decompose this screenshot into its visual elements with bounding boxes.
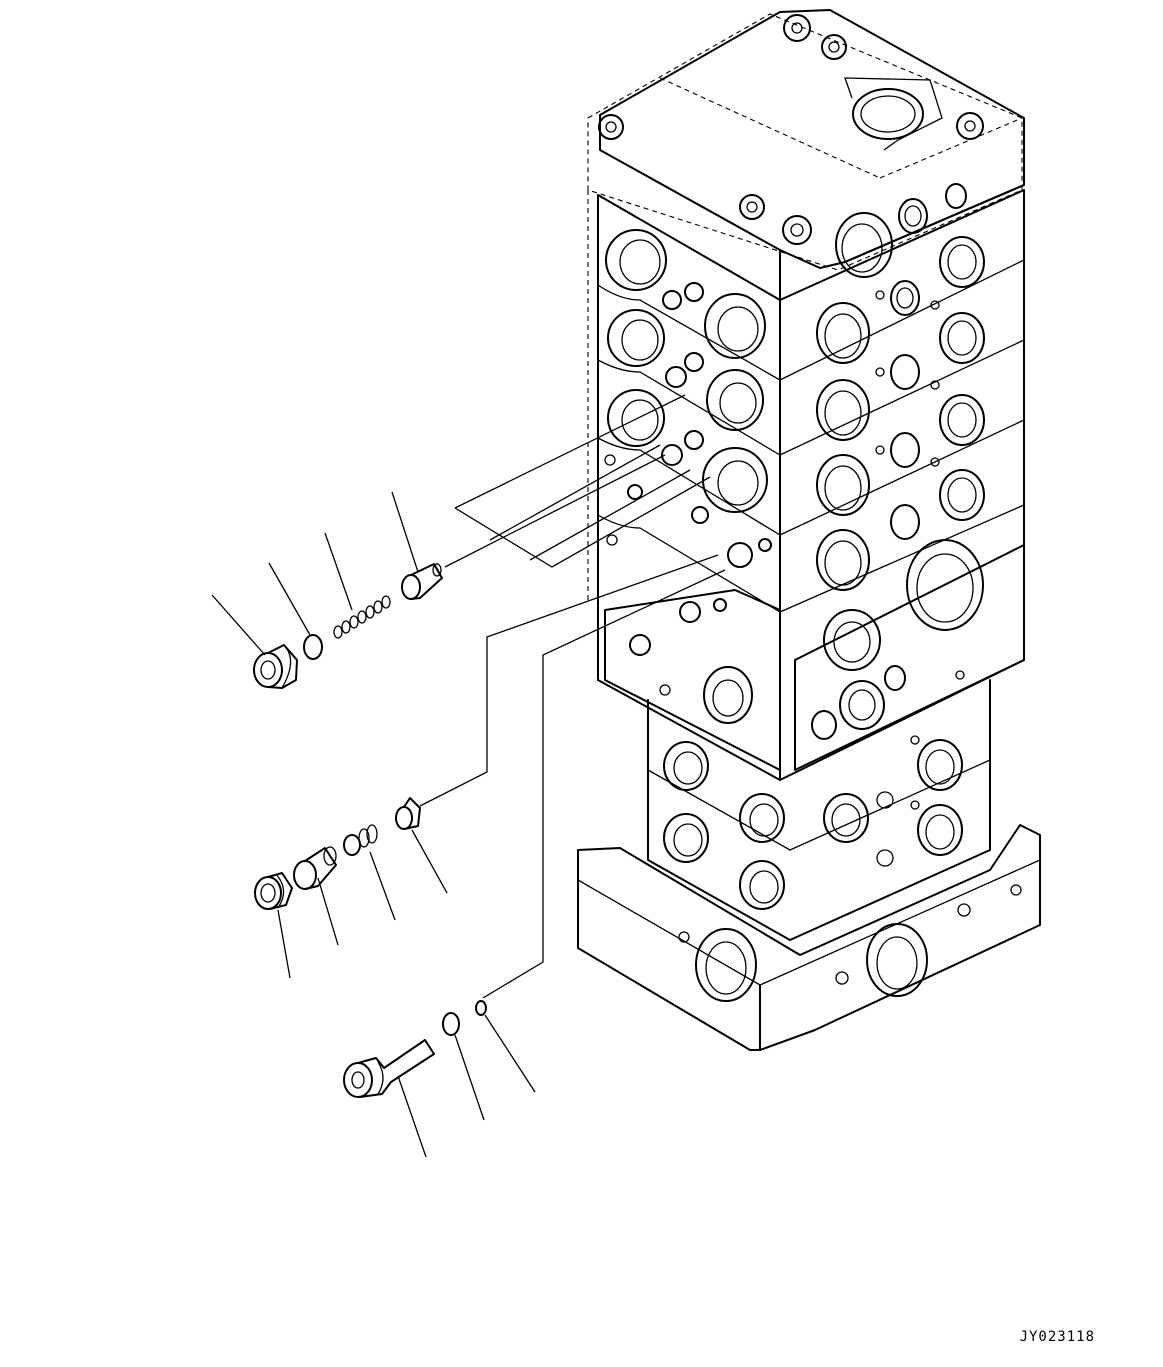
valve-part	[395, 797, 421, 830]
o-ring-part-2	[442, 1012, 460, 1036]
plug-part	[253, 644, 298, 689]
relief-valve-parts-group-2	[254, 797, 448, 979]
drawing-reference-code: JY023118	[1019, 1329, 1095, 1345]
leader-backup-ring	[369, 851, 396, 921]
spring-part	[333, 595, 391, 639]
leader-o-ring-2	[454, 1034, 485, 1121]
leader-long-plug	[397, 1075, 427, 1158]
relief-valve-parts-group-1	[211, 491, 443, 689]
right-face-ports	[816, 183, 985, 591]
plug-part-2	[254, 872, 293, 910]
leader-plug	[211, 594, 266, 656]
o-ring-part-3	[475, 1000, 487, 1016]
relief-valve-parts-group-3	[343, 1000, 536, 1158]
leader-poppet	[391, 491, 419, 573]
leader-o-ring-3	[484, 1014, 536, 1093]
valve-section-stack	[597, 189, 1025, 781]
leader-o-ring	[268, 562, 311, 636]
sleeve-part	[293, 846, 337, 890]
left-face-ports	[604, 229, 772, 568]
leader-spring	[324, 532, 353, 611]
lower-valve-body	[577, 539, 1041, 1051]
assembly-leader-lines	[419, 394, 726, 999]
o-ring-part	[303, 634, 323, 660]
poppet-part	[401, 563, 443, 600]
leader-valve	[411, 829, 448, 894]
leader-sleeve	[317, 877, 339, 946]
long-plug-part	[343, 1039, 435, 1098]
control-valve-assembly	[577, 9, 1041, 1051]
backup-ring-part	[343, 824, 378, 856]
leader-plug-2	[277, 909, 291, 979]
